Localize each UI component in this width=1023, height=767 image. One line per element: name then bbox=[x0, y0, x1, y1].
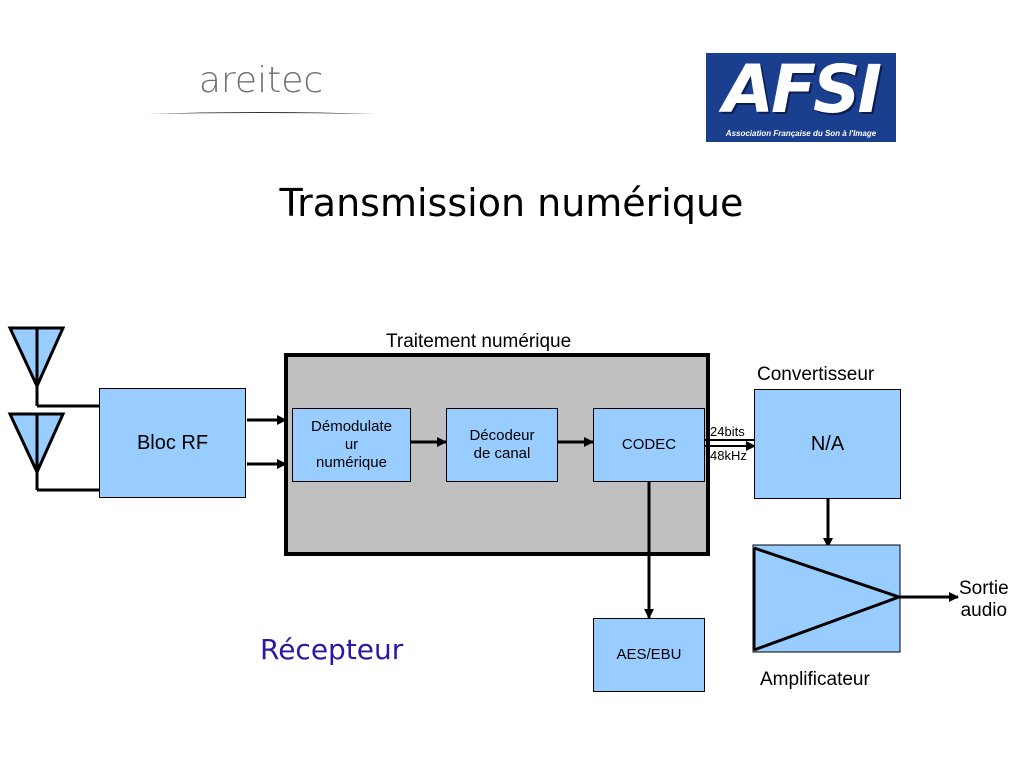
sortie-label-2: audio bbox=[960, 600, 1008, 621]
areitec-swoosh-icon bbox=[148, 112, 374, 114]
amplificateur-box bbox=[752, 544, 901, 653]
demodulateur-label-1: Démodulate bbox=[311, 418, 392, 435]
decodeur-block: Décodeur de canal bbox=[446, 408, 558, 482]
bloc-rf-block: Bloc RF bbox=[99, 388, 246, 498]
amplificateur-label: Amplificateur bbox=[760, 669, 870, 690]
bloc-rf-label: Bloc RF bbox=[136, 431, 209, 454]
decodeur-label-2: de canal bbox=[473, 445, 531, 462]
amplifier-triangle-icon bbox=[752, 546, 900, 652]
na-label: N/A bbox=[810, 432, 845, 455]
afsi-tagline: Association Française du Son à l'Image bbox=[725, 129, 877, 138]
decodeur-label-1: Décodeur bbox=[469, 427, 535, 444]
afsi-logo-text: AFSI bbox=[722, 53, 882, 128]
antenna-1-icon bbox=[7, 326, 66, 406]
areitec-logo-text: areitec bbox=[198, 60, 324, 101]
recepteur-label: Récepteur bbox=[260, 633, 404, 666]
codec-label: CODEC bbox=[621, 436, 677, 453]
demodulateur-label-3: numérique bbox=[316, 454, 387, 471]
antenna-2-icon bbox=[7, 412, 66, 490]
na-block: N/A bbox=[754, 389, 901, 499]
page-title: Transmission numérique bbox=[279, 181, 744, 225]
bitdepth-label: 24bits bbox=[710, 424, 745, 439]
sortie-audio-label: Sortie audio bbox=[959, 578, 1009, 622]
aes-ebu-block: AES/EBU bbox=[593, 618, 705, 692]
demodulateur-label-2: ur bbox=[344, 436, 359, 453]
afsi-logo: AFSI Association Française du Son à l'Im… bbox=[706, 53, 896, 142]
samplerate-label: 48kHz bbox=[710, 448, 747, 463]
codec-block: CODEC bbox=[593, 408, 705, 482]
convertisseur-label: Convertisseur bbox=[757, 364, 875, 385]
aes-ebu-label: AES/EBU bbox=[616, 646, 682, 663]
areitec-logo: areitec bbox=[148, 60, 374, 122]
demodulateur-block: Démodulate ur numérique bbox=[292, 408, 411, 482]
processing-label: Traitement numérique bbox=[386, 331, 572, 352]
sortie-label-1: Sortie bbox=[959, 578, 1009, 599]
